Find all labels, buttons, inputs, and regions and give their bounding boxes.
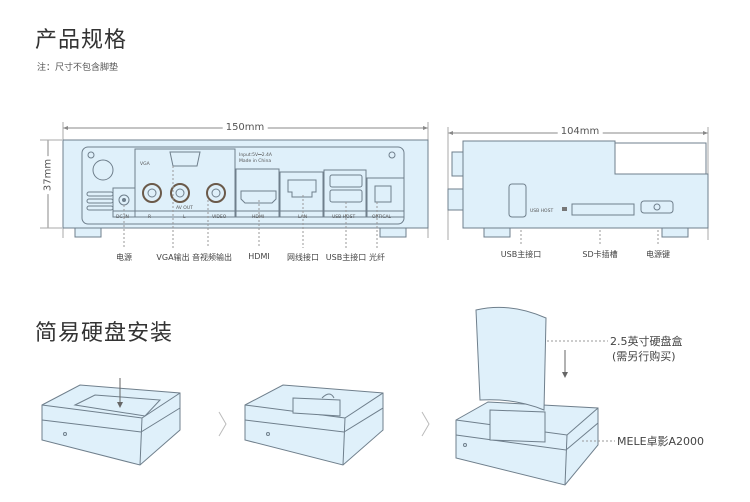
- port-tag: HDMI: [252, 214, 264, 220]
- label-sd-slot: SD卡插槽: [582, 250, 618, 259]
- side-width-dimension: 104mm: [557, 126, 603, 137]
- label-hdmi: HDMI: [248, 252, 270, 261]
- label-vga-out: VGA输出: [156, 253, 190, 262]
- label-optical: 光纤: [369, 253, 385, 262]
- front-view-device: Input:5V⎓2.4A Made in China VGA AV OUT D…: [62, 139, 429, 248]
- port-tag: L: [183, 214, 186, 220]
- chevron-right-icon: [421, 411, 430, 437]
- av-out-text: AV OUT: [176, 205, 193, 211]
- spec-note: 注：尺寸不包含脚垫: [37, 63, 119, 73]
- label-side-usb: USB主接口: [500, 250, 542, 259]
- callout-hdd-box: 2.5英寸硬盘盒: [610, 335, 683, 348]
- install-step-3: [455, 306, 615, 486]
- callout-hdd-note: (需另行购买): [612, 350, 676, 363]
- spec-title: 产品规格: [35, 28, 128, 53]
- label-usb-host: USB主接口: [325, 253, 367, 262]
- callout-device: MELE卓影A2000: [617, 435, 705, 448]
- label-av-out: 音视频输出: [192, 253, 232, 262]
- install-title: 简易硬盘安装: [35, 321, 174, 346]
- port-tag: USB HOST: [332, 214, 355, 220]
- port-tag: DC-IN: [116, 214, 129, 220]
- input-rating-text: Input:5V⎓2.4A: [239, 152, 273, 158]
- chevron-right-icon: [218, 411, 227, 437]
- front-width-dimension: 150mm: [222, 122, 268, 133]
- port-tag: OPTICAL: [372, 214, 392, 220]
- label-power-button: 电源键: [646, 250, 670, 259]
- install-step-2: [244, 384, 384, 466]
- label-power: 电源: [116, 253, 132, 262]
- front-height-dimension: 37mm: [42, 155, 54, 195]
- port-tag: R: [148, 214, 151, 220]
- label-lan: 网线接口: [287, 253, 319, 262]
- usb-host-tag: USB HOST: [530, 208, 553, 214]
- install-step-1: [41, 378, 181, 466]
- port-tag: VIDEO: [212, 214, 227, 220]
- side-view-device: USB HOST: [447, 127, 709, 245]
- made-in-text: Made in China: [239, 158, 271, 164]
- vga-text: VGA: [140, 161, 151, 167]
